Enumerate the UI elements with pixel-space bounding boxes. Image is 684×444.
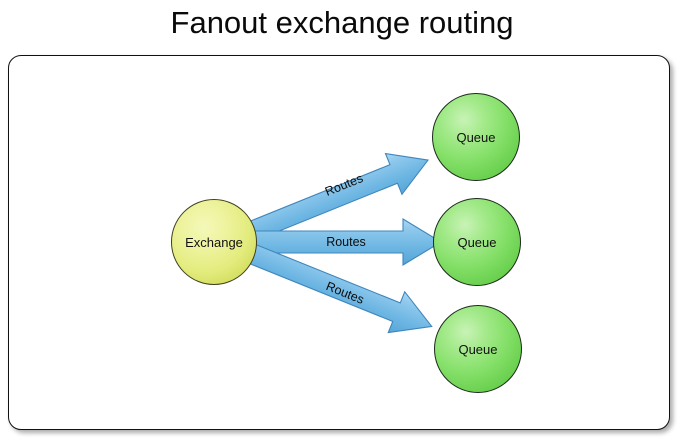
page-title: Fanout exchange routing bbox=[170, 5, 514, 40]
arrow-to-queue-bottom bbox=[245, 243, 433, 334]
node-queue-top[interactable]: Queue bbox=[432, 93, 520, 181]
node-exchange[interactable]: Exchange bbox=[171, 199, 257, 285]
node-queue-top-label: Queue bbox=[456, 129, 496, 145]
node-queue-bottom[interactable]: Queue bbox=[434, 305, 522, 393]
node-queue-middle[interactable]: Queue bbox=[433, 198, 521, 286]
node-queue-bottom-label: Queue bbox=[458, 341, 498, 357]
node-exchange-label: Exchange bbox=[185, 234, 243, 250]
edge-label-routes-middle: Routes bbox=[326, 235, 366, 249]
node-queue-middle-label: Queue bbox=[457, 234, 497, 250]
